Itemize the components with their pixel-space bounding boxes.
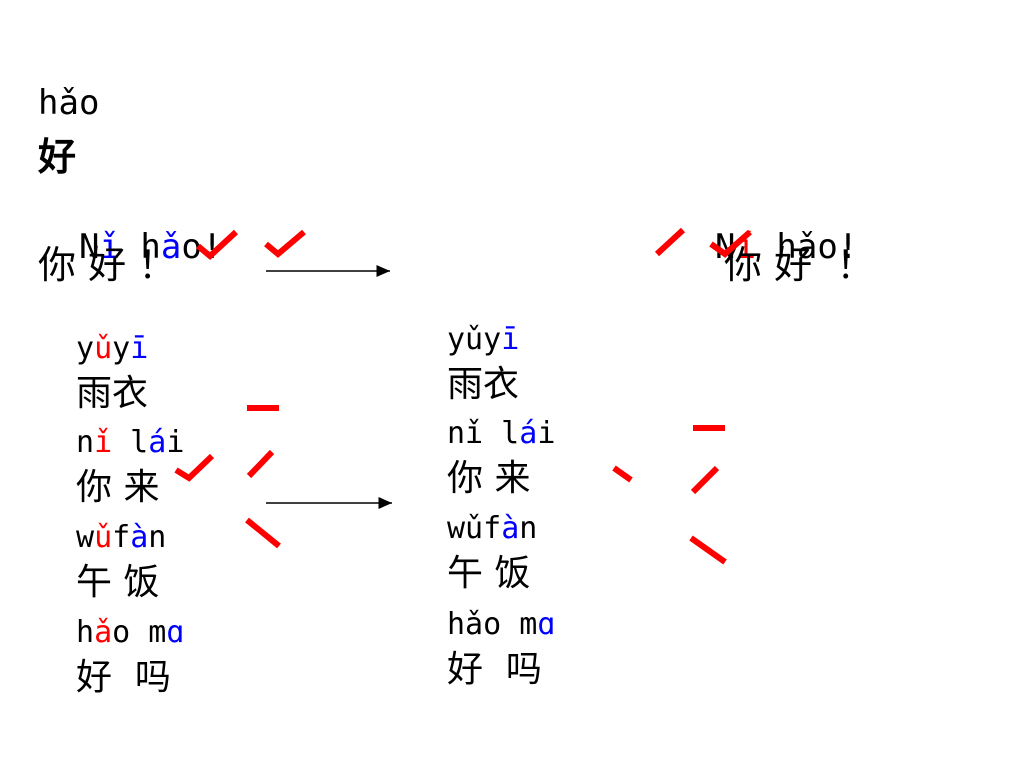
pinyin-seg: ɑ	[537, 607, 556, 642]
pinyin-seg: ǐ	[94, 425, 113, 460]
pinyin-seg: o!	[181, 227, 223, 267]
word-left-1-pinyin: yǔyī	[76, 334, 148, 364]
pinyin-seg: á	[148, 425, 167, 460]
pinyin-seg: ǔ	[94, 520, 113, 555]
pinyin-seg: hǎo!	[755, 227, 859, 267]
pinyin-seg: h	[76, 615, 95, 650]
word-right-2-chars: 你 来	[447, 458, 531, 499]
word-right-4-chars: 好 吗	[447, 649, 542, 690]
word-left-4-pinyin: hǎo mɑ	[76, 618, 184, 648]
pinyin-seg: nǐ l	[447, 416, 520, 451]
word-left-4-chars: 好 吗	[76, 657, 171, 698]
pinyin-seg: ǎ	[160, 227, 182, 267]
pinyin-seg: N	[78, 227, 100, 267]
pinyin-seg: l	[112, 425, 149, 460]
pinyin-seg: i	[537, 416, 556, 451]
pinyin-seg: ǎ	[94, 615, 113, 650]
word-left-3-chars: 午 饭	[76, 562, 160, 603]
word-left-2-chars: 你 来	[76, 467, 160, 508]
word-right-3-pinyin: wǔfàn	[447, 514, 537, 544]
word-right-4-pinyin: hǎo mɑ	[447, 610, 555, 640]
pinyin-seg: ǔ	[94, 331, 113, 366]
pinyin-seg: h	[119, 227, 161, 267]
rising-tone-mark	[690, 465, 720, 495]
greeting-right-chars: 你 好 ！	[724, 243, 875, 287]
word-left-2-pinyin: nǐ lái	[76, 428, 184, 458]
falling-tone-mark	[245, 517, 281, 549]
word-right-1-chars: 雨衣	[447, 364, 520, 405]
pinyin-seg: y	[112, 331, 131, 366]
pinyin-seg: i	[166, 425, 185, 460]
pinyin-seg: ǐ	[99, 227, 120, 267]
header-char: 好	[38, 135, 77, 179]
tone-check-mark	[264, 229, 306, 258]
word-right-2-pinyin: nǐ lái	[447, 419, 555, 449]
header-pinyin: hǎo	[38, 83, 100, 123]
word-right-1-pinyin: yǔyī	[447, 325, 519, 355]
greeting-left-chars: 你 好 ！	[38, 243, 177, 287]
pinyin-seg: wǔf	[447, 511, 502, 546]
pinyin-seg: o m	[112, 615, 167, 650]
pinyin-seg: y	[76, 331, 95, 366]
pinyin-seg: á	[519, 416, 538, 451]
pinyin-seg: w	[76, 520, 95, 555]
pinyin-seg: ɑ	[166, 615, 185, 650]
word-left-1-chars: 雨衣	[76, 373, 149, 414]
pinyin-seg: à	[501, 511, 520, 546]
pinyin-seg: f	[112, 520, 131, 555]
falling-tone-mark	[689, 535, 727, 565]
pinyin-seg: à	[130, 520, 149, 555]
rising-tone-mark	[246, 449, 275, 479]
neutral-tone-mark	[612, 465, 633, 483]
word-left-3-pinyin: wǔfàn	[76, 523, 166, 553]
pinyin-seg: ī	[501, 322, 520, 357]
pinyin-seg: yǔy	[447, 322, 502, 357]
pinyin-seg: n	[76, 425, 95, 460]
pinyin-seg: hǎo m	[447, 607, 538, 642]
pinyin-seg: n	[148, 520, 167, 555]
word-right-3-chars: 午 饭	[447, 553, 531, 594]
pinyin-seg: ī	[130, 331, 149, 366]
pinyin-seg: n	[519, 511, 538, 546]
